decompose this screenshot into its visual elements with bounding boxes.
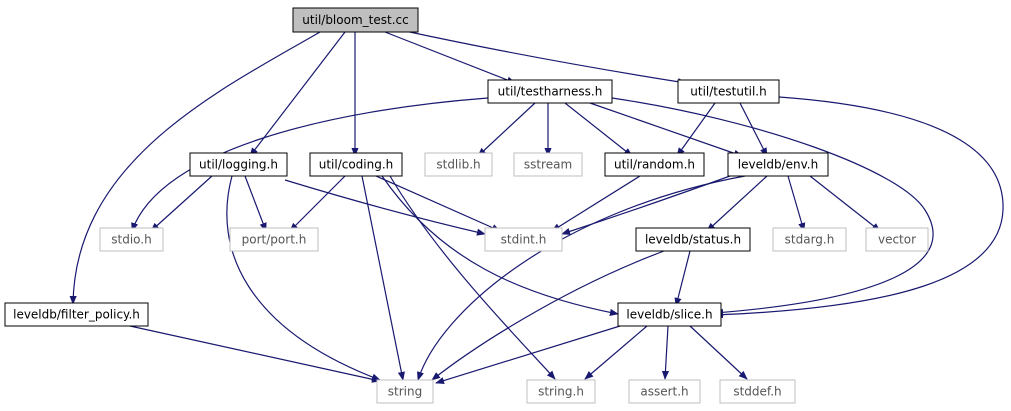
node-label: leveldb/filter_policy.h xyxy=(13,308,140,322)
edge-coding-port xyxy=(289,175,346,232)
edge-coding-string_h xyxy=(389,175,556,380)
node-label: vector xyxy=(878,233,916,247)
edge-env-status xyxy=(706,175,768,232)
node-label: stddef.h xyxy=(733,385,781,399)
edge-logging-stdint xyxy=(284,179,486,236)
edge-logging-string xyxy=(226,175,381,381)
edge-slice-string_h xyxy=(584,325,648,380)
node-testutil-h[interactable]: util/testutil.h xyxy=(677,79,780,104)
edge-testharness-stdlib xyxy=(477,102,536,157)
nodes: util/bloom_test.cc util/testharness.h ut… xyxy=(4,7,929,404)
edge-slice-assert xyxy=(661,325,670,380)
edge-env-vector xyxy=(809,175,881,232)
node-assert-h: assert.h xyxy=(628,379,701,404)
edge-testharness-stdio xyxy=(131,97,489,232)
node-stdarg-h: stdarg.h xyxy=(772,227,847,252)
node-vector: vector xyxy=(865,227,929,252)
edge-testutil-slice xyxy=(714,96,1004,319)
edge-coding-string xyxy=(361,175,405,381)
node-env-h[interactable]: leveldb/env.h xyxy=(727,152,829,177)
node-coding-h[interactable]: util/coding.h xyxy=(309,152,403,177)
node-label: stdint.h xyxy=(501,233,547,247)
edge-slice-stddef xyxy=(689,325,748,380)
node-stdio-h: stdio.h xyxy=(99,227,164,252)
node-stddef-h: stddef.h xyxy=(719,379,796,404)
node-label: util/coding.h xyxy=(319,158,394,172)
node-slice-h[interactable]: leveldb/slice.h xyxy=(617,302,722,327)
node-logging-h[interactable]: util/logging.h xyxy=(189,152,288,177)
edge-bloom_test-filter_policy xyxy=(69,31,321,305)
edge-coding-slice xyxy=(381,175,619,316)
node-label: stdlib.h xyxy=(436,158,480,172)
edge-coding-stdint xyxy=(375,175,501,232)
node-label: leveldb/status.h xyxy=(645,233,741,247)
node-port-h: port/port.h xyxy=(229,227,319,252)
node-label: util/random.h xyxy=(614,158,695,172)
node-sstream: sstream xyxy=(513,152,583,177)
node-filter-policy-h[interactable]: leveldb/filter_policy.h xyxy=(4,302,149,327)
node-label: util/bloom_test.cc xyxy=(302,13,408,27)
edge-testharness-random xyxy=(564,102,633,157)
node-bloom-test-cc[interactable]: util/bloom_test.cc xyxy=(292,7,419,33)
edge-testutil-random xyxy=(676,102,716,157)
edge-filter_policy-string xyxy=(129,325,381,383)
node-string-h: string.h xyxy=(526,379,596,404)
edge-slice-string xyxy=(435,325,621,385)
edge-status-string xyxy=(431,250,665,381)
edge-random-stdint xyxy=(551,175,641,232)
node-label: string xyxy=(388,385,422,399)
edges xyxy=(69,30,1004,385)
node-label: util/testutil.h xyxy=(690,85,766,99)
node-label: port/port.h xyxy=(242,233,307,247)
edge-logging-stdio xyxy=(150,175,213,232)
node-label: stdarg.h xyxy=(785,233,835,247)
node-label: util/logging.h xyxy=(199,158,278,172)
node-string: string xyxy=(376,379,434,404)
edge-testutil-env xyxy=(739,102,768,157)
node-label: sstream xyxy=(524,158,572,172)
edge-status-slice xyxy=(674,250,691,307)
node-label: leveldb/slice.h xyxy=(626,308,712,322)
edge-testharness-slice xyxy=(611,97,934,316)
node-label: leveldb/env.h xyxy=(738,158,818,172)
node-label: stdio.h xyxy=(111,233,151,247)
node-status-h[interactable]: leveldb/status.h xyxy=(635,227,751,252)
edge-env-string xyxy=(417,175,746,381)
node-stdlib-h: stdlib.h xyxy=(424,152,493,177)
node-random-h[interactable]: util/random.h xyxy=(604,152,705,177)
node-label: assert.h xyxy=(640,385,688,399)
node-label: string.h xyxy=(538,385,584,399)
edge-bloom_test-testharness xyxy=(384,31,516,84)
edge-logging-port xyxy=(244,175,267,232)
edge-testharness-env xyxy=(589,102,743,157)
edge-bloom_test-testutil xyxy=(404,30,687,86)
node-stdint-h: stdint.h xyxy=(484,227,563,252)
node-testharness-h[interactable]: util/testharness.h xyxy=(487,79,613,104)
edge-env-stdarg xyxy=(787,175,806,232)
edge-bloom_test-logging xyxy=(249,31,346,157)
node-label: util/testharness.h xyxy=(498,85,603,99)
